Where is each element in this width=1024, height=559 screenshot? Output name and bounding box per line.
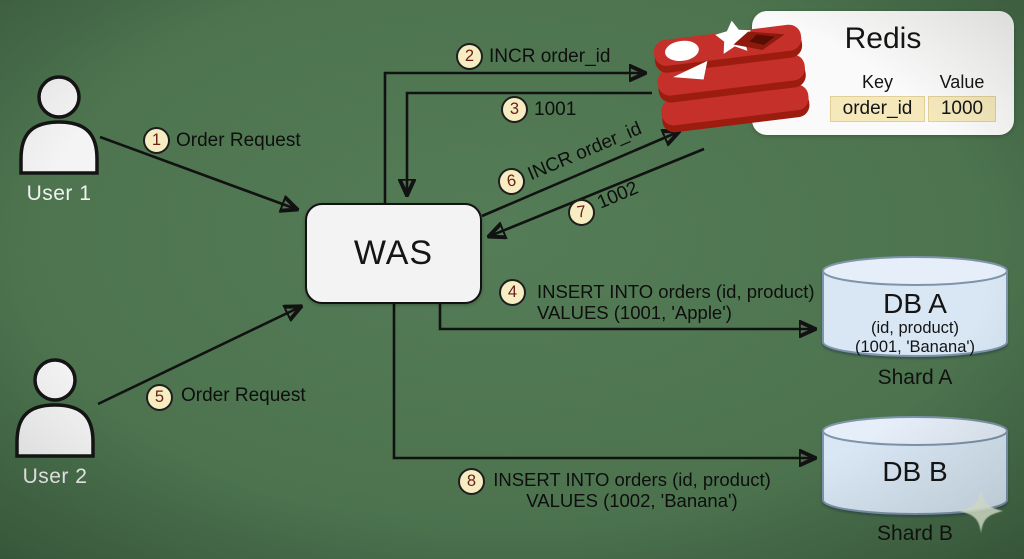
step-8-badge: 8 (458, 468, 485, 495)
redis-value-header: Value (939, 72, 985, 92)
step-4-badge: 4 (499, 279, 526, 306)
redis-title: Redis (844, 22, 922, 55)
user-icon (15, 358, 95, 458)
arrow-3-1001 (407, 91, 652, 194)
database-cylinder-icon (822, 416, 1008, 515)
sparkle-icon (959, 489, 1003, 533)
arrow-4-insert-db-a (438, 300, 814, 329)
step-2-label: INCR order_id (489, 46, 611, 67)
user2-node: User 2 (9, 358, 101, 489)
step-3-label: 1001 (534, 99, 577, 120)
arrow-2-incr-order-id (383, 73, 644, 203)
step-4-label-line2: VALUES (1001, 'Apple') (537, 302, 732, 323)
redis-logo-icon (653, 20, 810, 133)
step-8-label-line1: INSERT INTO orders (id, product) (493, 469, 771, 490)
db-a-record: (1001, 'Banana') (854, 337, 976, 356)
step-1-label: Order Request (176, 130, 301, 151)
was-node: WAS (305, 203, 482, 304)
arrow-1-order-request (99, 135, 296, 209)
user-icon (19, 75, 99, 175)
step-4-label-line1: INSERT INTO orders (id, product) (537, 281, 815, 302)
db-b-label: DB B (882, 456, 948, 487)
step-4-label: INSERT INTO orders (id, product) VALUES … (537, 281, 815, 323)
arrow-6-incr-order-id (481, 132, 678, 218)
step-5-badge: 5 (146, 384, 173, 411)
shard-b-node: DB B (820, 415, 1010, 517)
shard-a-node: DB A (id, product) (1001, 'Banana') (820, 255, 1010, 359)
was-label: WAS (353, 234, 434, 272)
redis-value-cell: 1000 (928, 96, 996, 122)
step-5-label: Order Request (181, 385, 306, 406)
user1-node: User 1 (13, 75, 105, 206)
db-a-label: DB A (883, 288, 947, 319)
arrow-5-order-request (97, 307, 300, 406)
step-2-badge: 2 (456, 43, 483, 70)
step-3-badge: 3 (501, 96, 528, 123)
redis-key-cell: order_id (830, 96, 925, 122)
arrow-8-insert-db-b (392, 300, 814, 458)
db-a-schema: (id, product) (870, 319, 960, 337)
user2-label: User 2 (22, 465, 88, 488)
shard-b-caption: Shard B (877, 522, 953, 545)
redis-key-header: Key (861, 72, 894, 92)
step-8-label: INSERT INTO orders (id, product) VALUES … (490, 469, 774, 511)
shard-a-caption: Shard A (877, 366, 953, 389)
user1-label: User 1 (26, 182, 92, 205)
arrow-7-1002 (490, 147, 705, 236)
step-1-badge: 1 (143, 127, 170, 154)
step-8-label-line2: VALUES (1002, 'Banana') (526, 490, 738, 511)
database-cylinder-icon (822, 256, 1008, 357)
